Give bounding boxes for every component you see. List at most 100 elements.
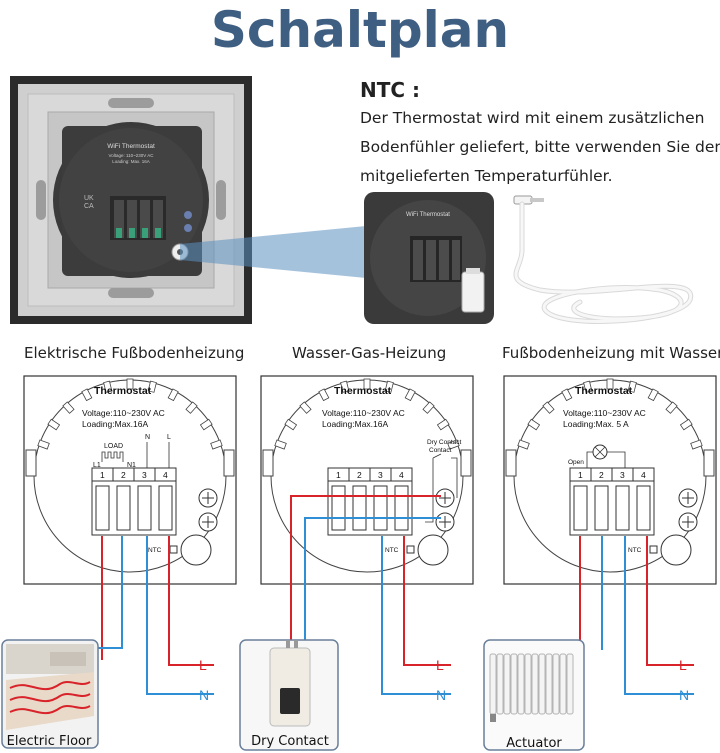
radiator-fin bbox=[559, 653, 567, 715]
terminal-slot bbox=[116, 485, 131, 531]
ntc-heading: NTC : bbox=[360, 78, 421, 102]
ntc-label: NTC bbox=[385, 547, 399, 554]
radiator-icon bbox=[483, 639, 585, 751]
side-tab bbox=[703, 449, 715, 477]
ring-notch bbox=[647, 388, 659, 402]
gas-heater-icon bbox=[239, 639, 339, 751]
ring-notch bbox=[167, 388, 179, 402]
ntc-plug bbox=[169, 545, 178, 554]
ntc-label: NTC bbox=[148, 547, 162, 554]
live-wire bbox=[168, 536, 214, 666]
screw-icon-slot bbox=[439, 492, 451, 504]
sofa bbox=[50, 652, 86, 666]
ntc-line: mitgelieferten Temperaturfühler. bbox=[360, 167, 613, 185]
svg-text:UK: UK bbox=[84, 195, 94, 202]
live-wire bbox=[646, 536, 694, 666]
label-contact: Contact bbox=[429, 447, 452, 454]
label-N: N bbox=[145, 434, 150, 441]
neutral-wire bbox=[381, 536, 451, 695]
terminal-slot bbox=[636, 485, 651, 531]
ring-notch bbox=[199, 418, 213, 431]
neutral-wire bbox=[624, 536, 694, 695]
ring-notch bbox=[185, 401, 198, 414]
ring-notch bbox=[422, 401, 435, 414]
line-label-N: N bbox=[199, 687, 209, 703]
side-tab bbox=[262, 449, 274, 477]
ring-notch bbox=[210, 439, 223, 450]
ring-notch bbox=[147, 380, 157, 393]
ring-notch bbox=[37, 439, 50, 450]
wiring: LN bbox=[75, 536, 214, 703]
zoomed-device-photo: WiFi Thermostat bbox=[364, 192, 494, 324]
ring-notch bbox=[517, 439, 530, 450]
terminal-number: 1 bbox=[578, 470, 583, 480]
terminal-slot bbox=[95, 485, 110, 531]
ntc-label: NTC bbox=[628, 547, 642, 554]
photo-device-loading: Loading: Max. 16A bbox=[112, 159, 150, 164]
ring-notch bbox=[606, 378, 614, 390]
ring-notch bbox=[665, 401, 678, 414]
terminal-number: 4 bbox=[399, 470, 404, 480]
ring-notch bbox=[690, 439, 703, 450]
zoom-projection bbox=[180, 226, 366, 278]
label-load: LOAD bbox=[104, 443, 123, 450]
label-open: Open bbox=[568, 459, 584, 466]
pipe bbox=[294, 640, 298, 648]
ntc-line: Bodenfühler geliefert, bitte verwenden S… bbox=[360, 138, 720, 156]
radiator-fin bbox=[566, 653, 574, 715]
screw-icon-slot bbox=[682, 516, 694, 528]
ntc-jack bbox=[417, 534, 449, 566]
thermostat-voltage: Voltage:110~230V AC bbox=[322, 408, 405, 418]
heating-cable bbox=[9, 681, 91, 715]
terminal-number: 4 bbox=[163, 470, 168, 480]
photo-device-title: WiFi Thermostat bbox=[107, 143, 155, 150]
thermostat-title: Thermostat bbox=[575, 385, 633, 397]
label-dry-contact: Dry Contact bbox=[427, 439, 462, 446]
ring-notch bbox=[436, 418, 450, 431]
ntc-plug bbox=[406, 545, 415, 554]
screw-icon-slot bbox=[439, 516, 451, 528]
screw-icon-slot bbox=[202, 492, 214, 504]
svg-text:WiFi Thermostat: WiFi Thermostat bbox=[406, 212, 450, 218]
line-label-N: N bbox=[679, 687, 689, 703]
ring-notch bbox=[363, 378, 371, 390]
ring-notch bbox=[542, 401, 555, 414]
radiator-fin bbox=[517, 653, 525, 715]
photo-device-voltage: Voltage: 110~230V AC bbox=[108, 153, 154, 158]
device-label-electric-floor: Electric Floor bbox=[6, 734, 92, 749]
label-N1: N1 bbox=[127, 462, 136, 469]
lead-lines bbox=[146, 442, 170, 468]
ring-notch bbox=[404, 388, 416, 402]
radiator-fin bbox=[489, 653, 497, 715]
ring-notch bbox=[81, 388, 93, 402]
terminal-slot bbox=[573, 485, 588, 531]
terminal-number: 1 bbox=[336, 470, 341, 480]
valve bbox=[490, 714, 496, 722]
terminal-number: 4 bbox=[641, 470, 646, 480]
terminal-number: 3 bbox=[620, 470, 625, 480]
thermostat-voltage: Voltage:110~230V AC bbox=[563, 408, 646, 418]
thermostat-loading: Loading:Max. 5 A bbox=[563, 419, 629, 429]
side-tab bbox=[25, 449, 37, 477]
line-label-L: L bbox=[679, 657, 687, 673]
load-coil-icon bbox=[101, 451, 124, 462]
terminal-number: 2 bbox=[357, 470, 362, 480]
ring-notch bbox=[447, 439, 460, 450]
ring-notch bbox=[284, 418, 298, 431]
terminal-slot bbox=[373, 485, 388, 531]
contact-wire-2 bbox=[304, 517, 441, 645]
thermostat-loading: Loading:Max.16A bbox=[322, 419, 388, 429]
valve-icon-cross bbox=[594, 446, 606, 458]
live-wire bbox=[403, 536, 451, 666]
ntc-sensor-cable bbox=[513, 195, 694, 324]
radiator-fin bbox=[496, 653, 504, 715]
thermostat-voltage: Voltage:110~230V AC bbox=[82, 408, 165, 418]
ntc-jack bbox=[660, 534, 692, 566]
terminal-number: 1 bbox=[100, 470, 105, 480]
screw-icon-slot bbox=[682, 492, 694, 504]
ring-notch bbox=[340, 380, 350, 393]
